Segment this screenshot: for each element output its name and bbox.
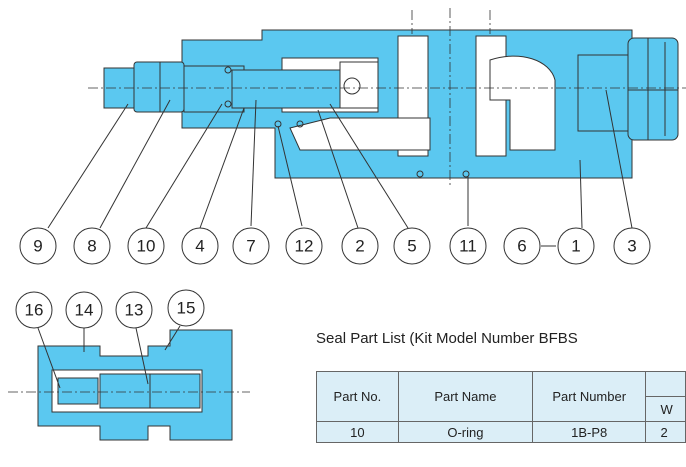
left-nut [133,61,185,113]
callout-16: 16 [15,291,53,329]
cell-part-number: 1B-P8 [531,421,647,443]
right-end-cap [577,54,631,132]
callout-9: 9 [19,227,57,265]
cell-quantity: 2 [645,421,686,443]
svg-text:10: 10 [137,237,156,256]
callout-2: 2 [341,227,379,265]
callout-8: 8 [73,227,111,265]
lower-passage [289,117,431,151]
header-quantity-group [645,371,686,397]
table-row: 10 O-ring 1B-P8 2 [316,421,686,443]
svg-text:15: 15 [177,299,196,318]
svg-text:9: 9 [33,237,42,256]
svg-text:13: 13 [125,301,144,320]
seal-part-list-title: Seal Part List (Kit Model Number BFBS [316,330,578,347]
callout-11: 11 [449,227,487,265]
right-hex-nut [627,37,679,141]
header-part-number: Part Number [531,371,647,422]
header-part-name: Part Name [397,371,534,422]
svg-text:11: 11 [459,237,477,256]
sub-section-drawing [8,325,250,441]
svg-text:8: 8 [87,237,96,256]
callout-15: 15 [167,289,205,327]
seal-marks [224,66,470,178]
main-valve-section [47,8,686,247]
callout-5: 5 [393,227,431,265]
sub-leader-lines [37,325,181,389]
callout-10: 10 [127,227,165,265]
header-sub-column: W [645,396,686,422]
svg-text:12: 12 [295,237,314,256]
callout-14: 14 [65,291,103,329]
svg-text:2: 2 [355,237,364,256]
svg-text:4: 4 [195,237,204,256]
seal-part-list-table: Part No. Part Name Part Number W 10 O-ri… [316,371,686,443]
callout-13: 13 [115,291,153,329]
svg-text:5: 5 [407,237,416,256]
svg-text:14: 14 [75,301,94,320]
svg-text:3: 3 [627,237,636,256]
cell-part-name: O-ring [397,421,534,443]
cell-part-no: 10 [316,421,399,443]
sub-spring-seat [57,377,99,405]
svg-text:16: 16 [25,301,44,320]
header-part-no: Part No. [316,371,399,422]
callout-4: 4 [181,227,219,265]
check-ball [343,77,361,95]
right-passage [489,55,556,151]
callout-7: 7 [232,227,270,265]
spool [231,69,343,109]
svg-text:6: 6 [517,237,526,256]
svg-text:1: 1 [571,237,580,256]
callout-6: 6 [503,227,541,265]
svg-text:7: 7 [246,237,255,256]
callout-3: 3 [613,227,651,265]
leader-lines [47,89,633,247]
callout-1: 1 [557,227,595,265]
callout-12: 12 [285,227,323,265]
